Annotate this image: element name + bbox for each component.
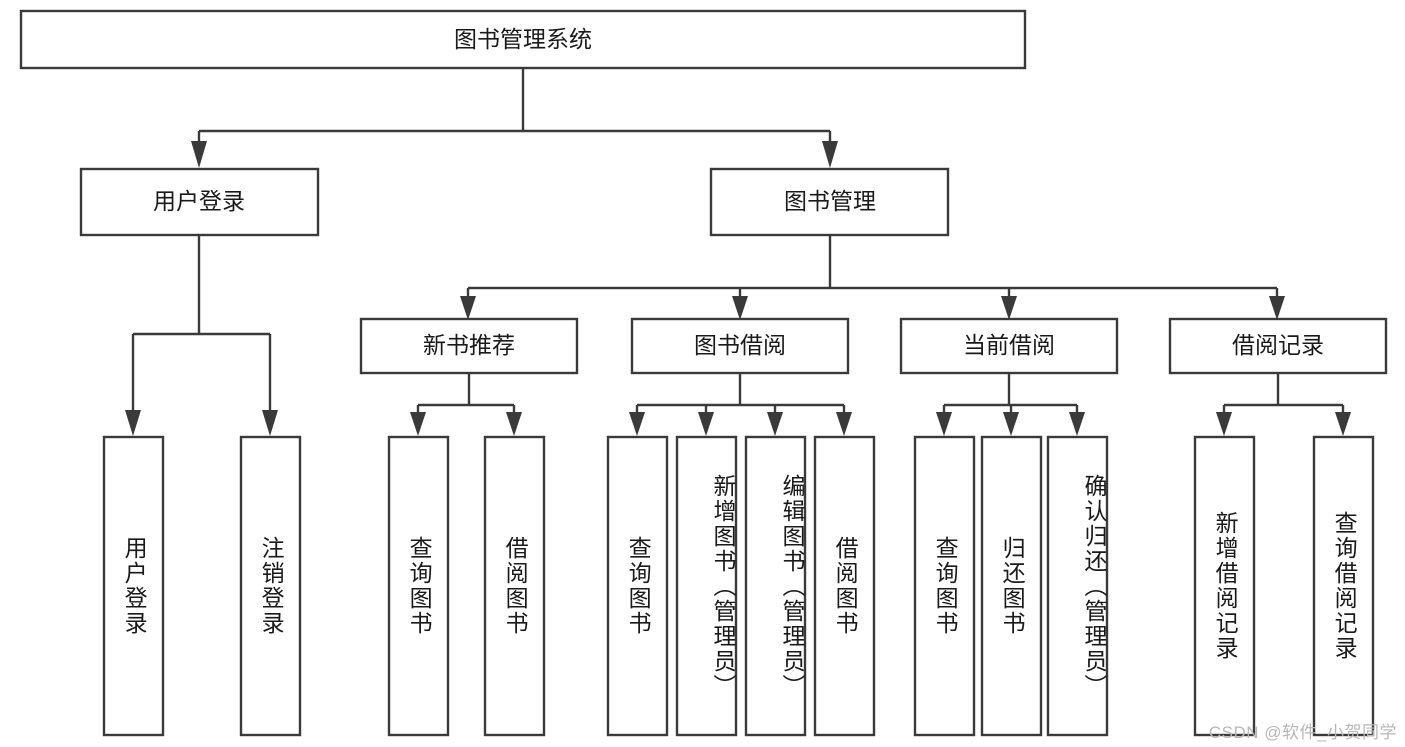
leaf-box-add-book[interactable]	[675, 435, 738, 737]
leaf-box-borrow-book-1[interactable]	[483, 435, 546, 737]
connector-current-borrow-to-leaves	[936, 373, 1085, 436]
node-root[interactable]: 图书管理系统	[19, 9, 1027, 70]
new-book-box	[359, 317, 579, 375]
connector-book-manage-to-level3	[460, 235, 1285, 320]
leaf-box-edit-book[interactable]	[744, 435, 807, 737]
csdn-watermark: CSDN @软件_小贺同学	[1208, 723, 1397, 742]
arrow-to-current-borrow	[1001, 296, 1017, 320]
leaf-box-logout[interactable]	[239, 435, 302, 737]
user-login-box	[79, 167, 320, 237]
current-borrow-label: 当前借阅	[963, 332, 1055, 358]
arrow-to-book-borrow	[732, 296, 748, 320]
user-login-label: 用户登录	[153, 188, 245, 214]
node-current-borrow[interactable]: 当前借阅	[899, 317, 1119, 375]
node-new-book[interactable]: 新书推荐	[359, 317, 579, 375]
leaf-box-query-book-2[interactable]	[606, 435, 669, 737]
connector-new-book-to-leaves	[410, 373, 522, 436]
node-book-borrow[interactable]: 图书借阅	[630, 317, 850, 375]
leaf-box-borrow-book-2[interactable]	[813, 435, 876, 737]
root-label: 图书管理系统	[454, 26, 592, 52]
leaf-box-query-book-1[interactable]	[387, 435, 450, 737]
connector-root-to-level2	[191, 68, 838, 168]
borrow-record-label: 借阅记录	[1232, 332, 1324, 358]
connector-borrow-record-to-leaves	[1216, 373, 1351, 436]
book-borrow-label: 图书借阅	[694, 332, 786, 358]
node-borrow-record[interactable]: 借阅记录	[1168, 317, 1388, 375]
leaf-box-return-book[interactable]	[980, 435, 1043, 737]
arrow-to-book-manage	[822, 141, 838, 168]
node-user-login[interactable]: 用户登录	[79, 167, 320, 237]
arrow-to-new-book	[460, 296, 476, 320]
new-book-label: 新书推荐	[423, 332, 515, 358]
root-box	[19, 9, 1027, 70]
leaf-box-query-record[interactable]	[1312, 435, 1375, 737]
node-book-manage[interactable]: 图书管理	[709, 167, 950, 237]
leaf-box-add-record[interactable]	[1193, 435, 1256, 737]
leaf-box-user-login[interactable]	[102, 435, 165, 737]
connector-book-borrow-to-leaves	[629, 373, 852, 436]
arrow-to-user-login	[191, 141, 207, 168]
connector-user-login-to-leaves	[125, 235, 278, 436]
book-manage-label: 图书管理	[784, 188, 876, 214]
leaf-box-confirm-return[interactable]	[1046, 435, 1109, 737]
arrow-to-borrow-record	[1269, 296, 1285, 320]
current-borrow-box	[899, 317, 1119, 375]
leaf-box-query-book-3[interactable]	[913, 435, 976, 737]
